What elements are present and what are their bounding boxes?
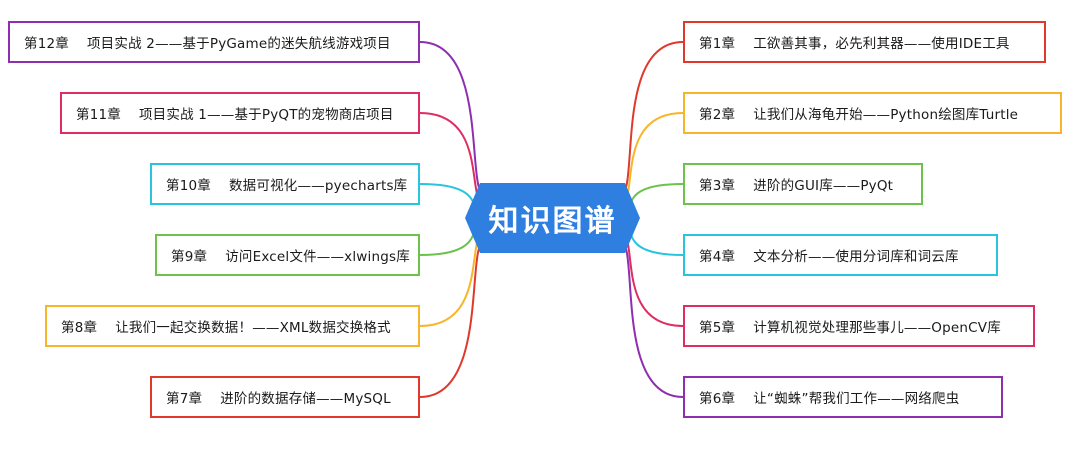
chapter-number: 第2章	[699, 107, 736, 123]
chapter-title: 进阶的GUI库——PyQt	[753, 178, 894, 194]
chapter-title: 访问Excel文件——xlwings库	[225, 249, 410, 265]
chapter-number: 第9章	[171, 249, 208, 265]
chapter-number: 第10章	[166, 178, 211, 194]
chapter-number: 第5章	[699, 320, 736, 336]
chapter-node-12[interactable]: 第12章 项目实战 2——基于PyGame的迷失航线游戏项目	[8, 21, 420, 63]
chapter-number: 第8章	[61, 320, 98, 336]
chapter-node-5[interactable]: 第5章 计算机视觉处理那些事儿——OpenCV库	[683, 305, 1035, 347]
chapter-title: 工欲善其事，必先利其器——使用IDE工具	[753, 36, 1010, 52]
central-topic-shape	[465, 183, 640, 253]
chapter-title: 项目实战 2——基于PyGame的迷失航线游戏项目	[86, 36, 391, 52]
chapter-node-10[interactable]: 第10章 数据可视化——pyecharts库	[150, 163, 420, 205]
chapter-title: 计算机视觉处理那些事儿——OpenCV库	[753, 320, 1001, 336]
chapter-node-3[interactable]: 第3章 进阶的GUI库——PyQt	[683, 163, 923, 205]
chapter-node-1[interactable]: 第1章 工欲善其事，必先利其器——使用IDE工具	[683, 21, 1046, 63]
chapter-node-6[interactable]: 第6章 让“蜘蛛”帮我们工作——网络爬虫	[683, 376, 1003, 418]
chapter-node-9[interactable]: 第9章 访问Excel文件——xlwings库	[155, 234, 420, 276]
chapter-number: 第4章	[699, 249, 736, 265]
chapter-title: 让我们从海龟开始——Python绘图库Turtle	[753, 107, 1019, 123]
chapter-node-7[interactable]: 第7章 进阶的数据存储——MySQL	[150, 376, 420, 418]
chapter-number: 第3章	[699, 178, 736, 194]
chapter-node-8[interactable]: 第8章 让我们一起交换数据！——XML数据交换格式	[45, 305, 420, 347]
connector-line	[619, 41, 684, 197]
chapter-number: 第1章	[699, 36, 736, 52]
chapter-number: 第12章	[24, 36, 69, 52]
chapter-number: 第6章	[699, 391, 736, 407]
central-topic[interactable]: 知识图谱	[465, 183, 640, 253]
chapter-number: 第7章	[166, 391, 203, 407]
chapter-number: 第11章	[76, 107, 121, 123]
central-topic-label: 知识图谱	[488, 204, 617, 239]
chapter-title: 项目实战 1——基于PyQT的宠物商店项目	[138, 107, 394, 123]
connector-line	[619, 239, 684, 398]
chapter-node-2[interactable]: 第2章 让我们从海龟开始——Python绘图库Turtle	[683, 92, 1062, 134]
chapter-node-4[interactable]: 第4章 文本分析——使用分词库和词云库	[683, 234, 998, 276]
chapter-title: 进阶的数据存储——MySQL	[220, 391, 391, 407]
chapter-title: 数据可视化——pyecharts库	[228, 178, 408, 194]
chapter-title: 让我们一起交换数据！——XML数据交换格式	[115, 320, 391, 336]
connector-line	[419, 239, 486, 398]
chapter-title: 文本分析——使用分词库和词云库	[753, 249, 959, 265]
chapter-title: 让“蜘蛛”帮我们工作——网络爬虫	[753, 391, 960, 407]
chapter-node-11[interactable]: 第11章 项目实战 1——基于PyQT的宠物商店项目	[60, 92, 420, 134]
connector-line	[419, 41, 486, 197]
